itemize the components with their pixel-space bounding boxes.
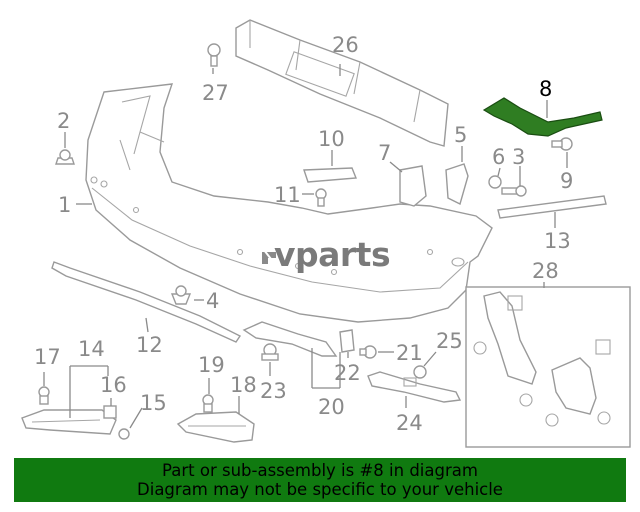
callout-21: 21 [396, 341, 423, 365]
part-11-bolt [315, 188, 327, 207]
watermark-text: vparts [274, 235, 390, 274]
leader-lines [43, 64, 568, 429]
callout-12: 12 [136, 333, 163, 357]
part-10-bracket [303, 167, 358, 183]
callout-22: 22 [334, 361, 361, 385]
callout-28: 28 [532, 259, 559, 283]
callout-24: 24 [396, 411, 423, 435]
callout-17: 17 [34, 345, 61, 369]
part-24-reflector-bracket [367, 371, 462, 403]
part-9-screw [551, 137, 573, 151]
callout-20: 20 [318, 395, 345, 419]
part-21-bolt [359, 345, 377, 359]
callout-10: 10 [318, 127, 345, 151]
part-7-side-bracket [399, 165, 427, 207]
part-3-screw [501, 185, 527, 197]
part-28-mudguard-kit [465, 286, 631, 448]
part-27-bolt [207, 43, 221, 67]
callout-16: 16 [100, 373, 127, 397]
callout-4: 4 [206, 289, 219, 313]
part-13-side-strip [497, 195, 607, 219]
callout-8: 8 [539, 77, 552, 101]
part-12-lower-molding [51, 261, 242, 343]
callout-26: 26 [332, 33, 359, 57]
part-2-clip [55, 149, 75, 165]
callout-11: 11 [274, 183, 301, 207]
vparts-logo: vparts [262, 235, 391, 274]
part-26-reinforcement [235, 19, 449, 147]
callout-2: 2 [57, 109, 70, 133]
part-4-clip [170, 285, 192, 305]
callout-27: 27 [202, 81, 229, 105]
part-19-bolt [202, 394, 214, 413]
callout-25: 25 [436, 329, 463, 353]
callout-15: 15 [140, 391, 167, 415]
part-1-bumper-cover [85, 83, 493, 323]
part-14-left-reflector [21, 409, 117, 435]
callout-1: 1 [58, 193, 71, 217]
part-20-bracket [242, 321, 338, 357]
banner-line-2: Diagram may not be specific to your vehi… [137, 480, 503, 499]
part-17-clip [38, 386, 50, 405]
part-18-right-reflector [176, 411, 255, 443]
callout-7: 7 [378, 141, 391, 165]
part-25-bolt [413, 365, 427, 379]
callout-9: 9 [560, 169, 573, 193]
part-16-bracket [103, 405, 117, 419]
banner-line-1: Part or sub-assembly is #8 in diagram [162, 461, 478, 480]
parts-diagram: 1 2 3 4 5 6 7 8 9 10 11 12 13 14 15 16 1… [21, 19, 631, 448]
callout-6: 6 [492, 145, 505, 169]
callout-13: 13 [544, 229, 571, 253]
part-8-bracket-highlighted [482, 97, 603, 137]
part-23-clip [261, 343, 279, 361]
callout-3: 3 [512, 145, 525, 169]
part-6-screw [488, 175, 502, 189]
part-5-side-bracket [445, 163, 469, 206]
callout-23: 23 [260, 379, 287, 403]
callout-14: 14 [78, 337, 105, 361]
callout-5: 5 [454, 123, 467, 147]
part-15-screw [118, 428, 130, 440]
part-22-bracket [339, 329, 355, 353]
callout-18: 18 [230, 373, 257, 397]
info-banner: Part or sub-assembly is #8 in diagram Di… [14, 458, 626, 502]
callout-19: 19 [198, 353, 225, 377]
